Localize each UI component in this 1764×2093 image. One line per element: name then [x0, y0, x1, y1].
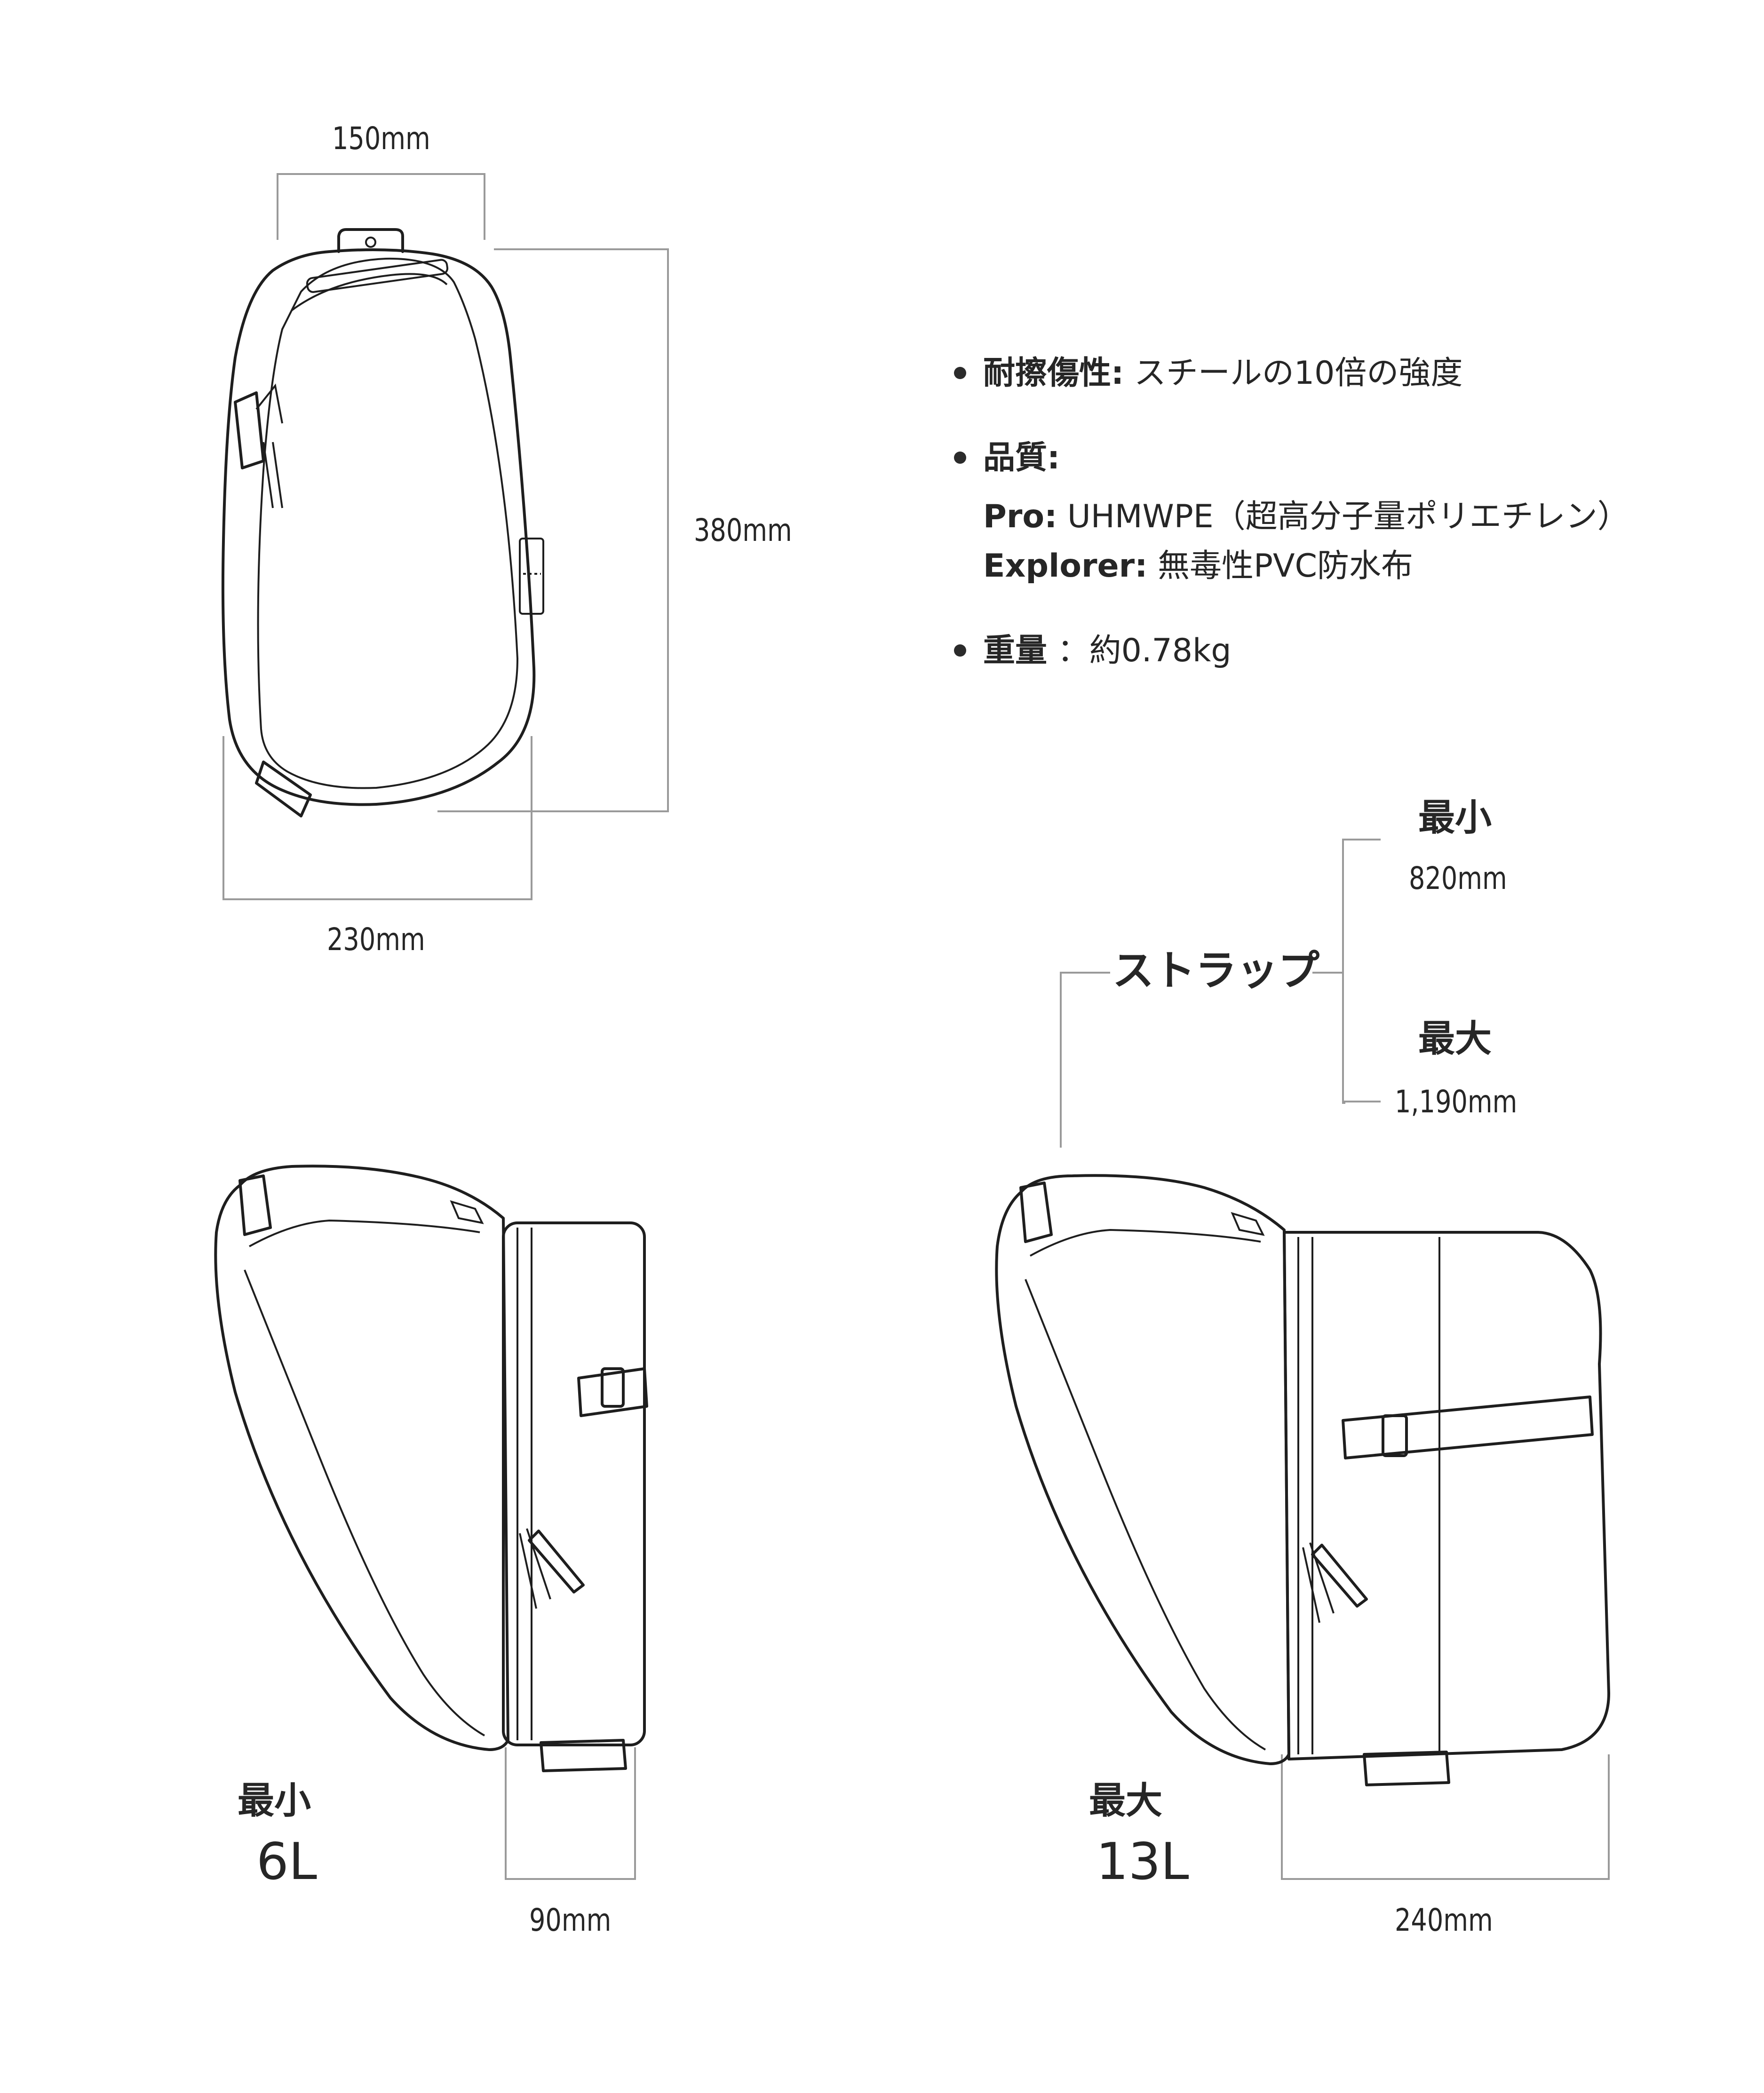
spec-explorer-label: Explorer:	[983, 547, 1148, 585]
dim-line-depth-min	[505, 1747, 636, 1880]
strap-label: ストラップ	[1112, 946, 1320, 995]
side-view-bag-max	[995, 1174, 1610, 1786]
spec-explorer: Explorer: 無毒性PVC防水布	[983, 550, 1413, 582]
spec-quality-label: 品質:	[983, 439, 1060, 476]
spec-pro-label: Pro:	[983, 498, 1057, 535]
dim-line-height	[437, 248, 669, 812]
spec-abrasion-label: 耐擦傷性:	[983, 355, 1124, 392]
capacity-max-value: 13L	[1096, 1832, 1189, 1891]
strap-bracket	[1342, 839, 1345, 1104]
spec-abrasion: 耐擦傷性: スチールの10倍の強度	[983, 357, 1462, 389]
dimension-lines	[222, 173, 1610, 1880]
spec-weight-value: ：約0.78kg	[1057, 632, 1232, 669]
strap-min-value: 820mm	[1409, 860, 1507, 896]
strap-max-label: 最大	[1418, 1018, 1492, 1060]
spec-weight-label: 重量	[983, 632, 1048, 669]
dim-line-depth-max	[1281, 1754, 1610, 1880]
side-view-bag-min	[214, 1165, 648, 1772]
spec-explorer-value: 無毒性PVC防水布	[1158, 547, 1414, 585]
dim-depth-max: 240mm	[1395, 1902, 1493, 1938]
dim-top-width: 150mm	[332, 120, 430, 157]
bullet-icon	[954, 452, 966, 464]
front-view-bag	[221, 228, 544, 817]
capacity-min-label: 最小	[238, 1780, 311, 1822]
dim-height: 380mm	[694, 512, 792, 548]
capacity-max-label: 最大	[1089, 1780, 1163, 1822]
dim-line-bottom-width	[222, 736, 532, 900]
capacity-min-value: 6L	[256, 1832, 317, 1891]
spec-pro-value: UHMWPE（超高分子量ポリエチレン）	[1067, 498, 1629, 535]
bullet-icon	[954, 644, 966, 657]
strap-min-label: 最小	[1418, 797, 1492, 839]
dim-depth-min: 90mm	[529, 1902, 612, 1938]
spec-abrasion-value: スチールの10倍の強度	[1134, 355, 1463, 392]
spec-weight: 重量 ：約0.78kg	[983, 635, 1232, 667]
dim-line-top-width	[277, 173, 485, 240]
dim-bottom-width: 230mm	[327, 921, 425, 958]
strap-max-value: 1,190mm	[1395, 1084, 1518, 1120]
spec-pro: Pro: UHMWPE（超高分子量ポリエチレン）	[983, 501, 1629, 533]
strap-leader	[1060, 972, 1110, 1148]
bullet-icon	[954, 367, 966, 379]
